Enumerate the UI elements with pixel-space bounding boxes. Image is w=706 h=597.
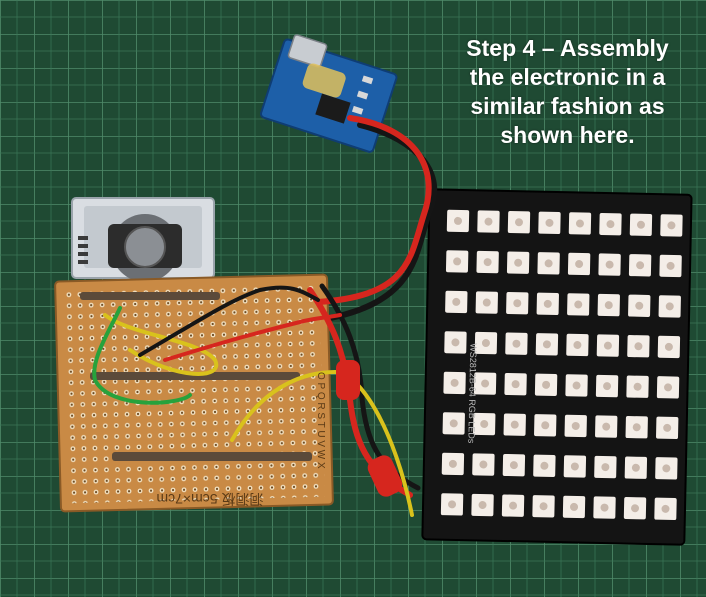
led-chip-1-0: [453, 257, 462, 266]
led-chip-0-7: [667, 221, 676, 230]
caption-line-1: Step 4 – Assembly: [466, 35, 669, 61]
led-chip-2-5: [604, 301, 613, 310]
led-chip-1-5: [605, 260, 614, 269]
perfboard-row-letters: O P Q R S T U V W X: [315, 372, 326, 469]
led-chip-0-2: [514, 218, 523, 227]
led-chip-0-5: [606, 220, 615, 229]
led-chip-2-2: [513, 299, 522, 308]
caption-line-2: the electronic in a: [469, 64, 666, 90]
led-chip-1-7: [666, 261, 675, 270]
led-chip-6-3: [540, 461, 549, 470]
led-chip-5-1: [480, 420, 489, 429]
led-chip-3-1: [481, 339, 490, 348]
led-chip-4-1: [481, 379, 490, 388]
led-chip-7-3: [539, 502, 548, 511]
led-chip-7-5: [600, 503, 609, 512]
led-chip-5-3: [541, 421, 550, 430]
led-chip-5-7: [663, 423, 672, 432]
led-chip-0-6: [636, 220, 645, 229]
led-chip-1-1: [483, 258, 492, 267]
led-chip-5-4: [571, 421, 580, 430]
led-chip-7-2: [509, 501, 518, 510]
caption-line-4: shown here.: [500, 122, 635, 148]
led-chip-7-7: [661, 504, 670, 513]
led-chip-6-4: [570, 462, 579, 471]
led-chip-4-7: [664, 383, 673, 392]
led-chip-5-5: [602, 422, 611, 431]
led-chip-6-7: [662, 464, 671, 473]
step-caption: Step 4 – Assembly the electronic in a si…: [440, 34, 695, 150]
led-chip-2-4: [574, 300, 583, 309]
led-chip-3-3: [542, 340, 551, 349]
led-grid: [440, 209, 683, 521]
led-chip-3-0: [451, 338, 460, 347]
led-chip-3-2: [512, 339, 521, 348]
led-chip-2-6: [635, 301, 644, 310]
led-chip-6-6: [631, 463, 640, 472]
led-chip-7-6: [631, 504, 640, 513]
led-chip-0-1: [484, 217, 493, 226]
led-chip-3-7: [664, 342, 673, 351]
matrix-silkscreen-label: WS2812B-64 RGB LEDs: [466, 343, 478, 444]
led-chip-4-2: [511, 380, 520, 389]
led-chip-7-1: [478, 501, 487, 510]
led-chip-4-0: [450, 378, 459, 387]
led-chip-1-4: [575, 259, 584, 268]
led-chip-6-0: [448, 459, 457, 468]
rtc-module: [71, 197, 215, 282]
led-chip-4-5: [603, 382, 612, 391]
led-chip-7-4: [570, 502, 579, 511]
led-chip-4-6: [633, 382, 642, 391]
perfboard-silkscreen-label: 洞洞板 5cm×7cm: [157, 491, 264, 507]
led-chip-5-6: [632, 423, 641, 432]
caption-line-3: similar fashion as: [470, 93, 665, 119]
perfboard: [54, 273, 334, 513]
led-matrix: WS2812B-64 RGB LEDs: [421, 188, 693, 546]
led-chip-4-3: [542, 380, 551, 389]
led-chip-6-2: [509, 461, 518, 470]
led-chip-1-6: [636, 261, 645, 270]
led-chip-6-1: [479, 460, 488, 469]
led-chip-5-0: [449, 419, 458, 428]
led-chip-2-3: [543, 299, 552, 308]
led-chip-2-1: [482, 298, 491, 307]
led-chip-1-2: [514, 258, 523, 267]
led-chip-0-4: [575, 219, 584, 228]
led-chip-7-0: [448, 500, 457, 509]
led-chip-2-0: [452, 297, 461, 306]
led-chip-5-2: [510, 420, 519, 429]
led-chip-2-7: [665, 302, 674, 311]
wiring: [92, 115, 438, 517]
led-chip-3-4: [573, 340, 582, 349]
led-chip-3-6: [634, 342, 643, 351]
led-chip-1-3: [544, 259, 553, 268]
led-chip-0-3: [545, 218, 554, 227]
led-chip-3-5: [603, 341, 612, 350]
led-chip-6-5: [601, 463, 610, 472]
led-chip-4-4: [572, 381, 581, 390]
led-chip-0-0: [453, 216, 462, 225]
